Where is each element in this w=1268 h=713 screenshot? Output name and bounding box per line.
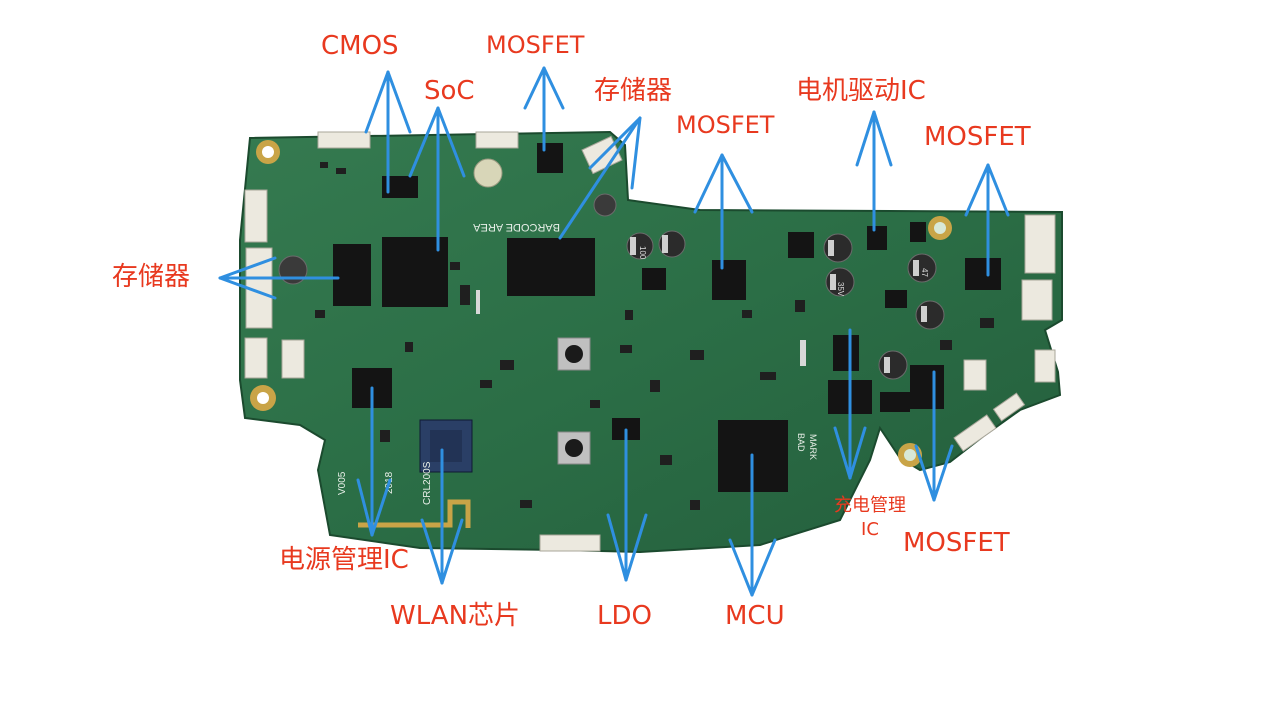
arrow-mosfet-bottom bbox=[914, 370, 954, 502]
arrow-memory-left bbox=[218, 256, 340, 300]
label-soc: SoC bbox=[424, 76, 475, 106]
label-wlan: WLAN芯片 bbox=[390, 601, 521, 631]
silkscreen-mark: MARK bbox=[808, 434, 818, 460]
arrow-ldo bbox=[606, 428, 648, 582]
arrow-mcu bbox=[728, 453, 777, 597]
label-ldo: LDO bbox=[597, 601, 652, 631]
antenna-trace bbox=[358, 499, 471, 528]
arrow-mosfet-mid bbox=[693, 153, 754, 270]
label-mcu: MCU bbox=[725, 601, 785, 631]
arrow-wlan bbox=[420, 448, 464, 585]
arrow-mosfet-right bbox=[964, 163, 1010, 277]
tactile-button bbox=[557, 431, 591, 465]
label-motor-driver: 电机驱动IC bbox=[796, 76, 926, 106]
cap-marking: 47 bbox=[920, 268, 929, 277]
label-mosfet-bottom: MOSFET bbox=[903, 528, 1010, 558]
smd-components bbox=[315, 162, 994, 510]
cap-marking: 35V bbox=[836, 282, 845, 297]
silkscreen-barcode: BARCODE AREA bbox=[473, 221, 560, 233]
arrow-cmos bbox=[364, 70, 412, 194]
arrow-charge-mgmt bbox=[833, 328, 867, 480]
label-cmos: CMOS bbox=[321, 31, 399, 61]
label-charge-mgmt: 充电管理 IC bbox=[828, 494, 912, 542]
label-power-mgmt: 电源管理IC bbox=[279, 545, 409, 575]
label-mosfet-top: MOSFET bbox=[486, 31, 585, 59]
silkscreen-version: V005 bbox=[337, 471, 348, 495]
arrow-power-mgmt bbox=[356, 386, 392, 537]
buzzer bbox=[473, 158, 503, 188]
cap-marking: 100 bbox=[638, 246, 647, 260]
mounting-hole bbox=[256, 140, 280, 164]
mounting-hole bbox=[250, 385, 276, 411]
annotation-arrows bbox=[218, 66, 1010, 597]
label-mosfet-mid: MOSFET bbox=[676, 111, 775, 139]
label-charge-mgmt-line1: 充电管理 bbox=[834, 495, 906, 516]
arrow-memory-top bbox=[558, 116, 642, 240]
mounting-hole bbox=[928, 216, 952, 240]
arrow-mosfet-top bbox=[523, 66, 565, 152]
silkscreen-bad: BAD bbox=[796, 433, 806, 452]
tactile-button bbox=[557, 337, 591, 371]
label-memory-top: 存储器 bbox=[594, 76, 673, 106]
silkscreen-model: CRL200S bbox=[422, 461, 433, 505]
arrow-motor-driver bbox=[855, 110, 893, 232]
label-mosfet-right: MOSFET bbox=[924, 122, 1031, 152]
arrow-soc bbox=[408, 106, 466, 252]
label-charge-mgmt-line2: IC bbox=[861, 519, 879, 540]
label-memory-left: 存储器 bbox=[112, 262, 191, 292]
